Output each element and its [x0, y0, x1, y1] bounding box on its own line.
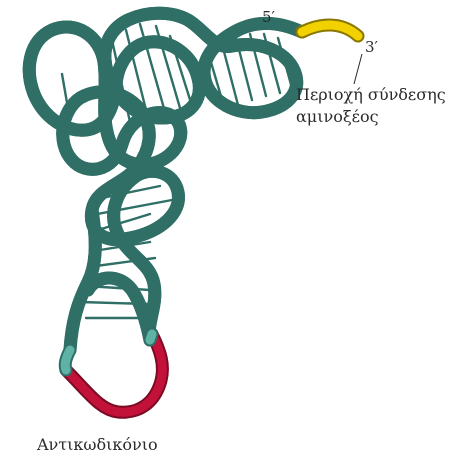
anticodon-stem: [65, 334, 152, 370]
amino-acid-acceptor-end: [302, 25, 358, 36]
amino-acid-site-label-line1: Περιοχή σύνδεσης: [296, 85, 446, 104]
backbone-strand: [29, 13, 302, 350]
five-prime-label: 5′: [262, 8, 276, 26]
acceptor-leader-line: [354, 54, 362, 84]
amino-acid-site-label-line2: αμινοξέος: [296, 107, 379, 126]
anticodon-label: Αντικωδικόνιο: [36, 435, 158, 454]
three-prime-label: 3′: [365, 38, 379, 56]
